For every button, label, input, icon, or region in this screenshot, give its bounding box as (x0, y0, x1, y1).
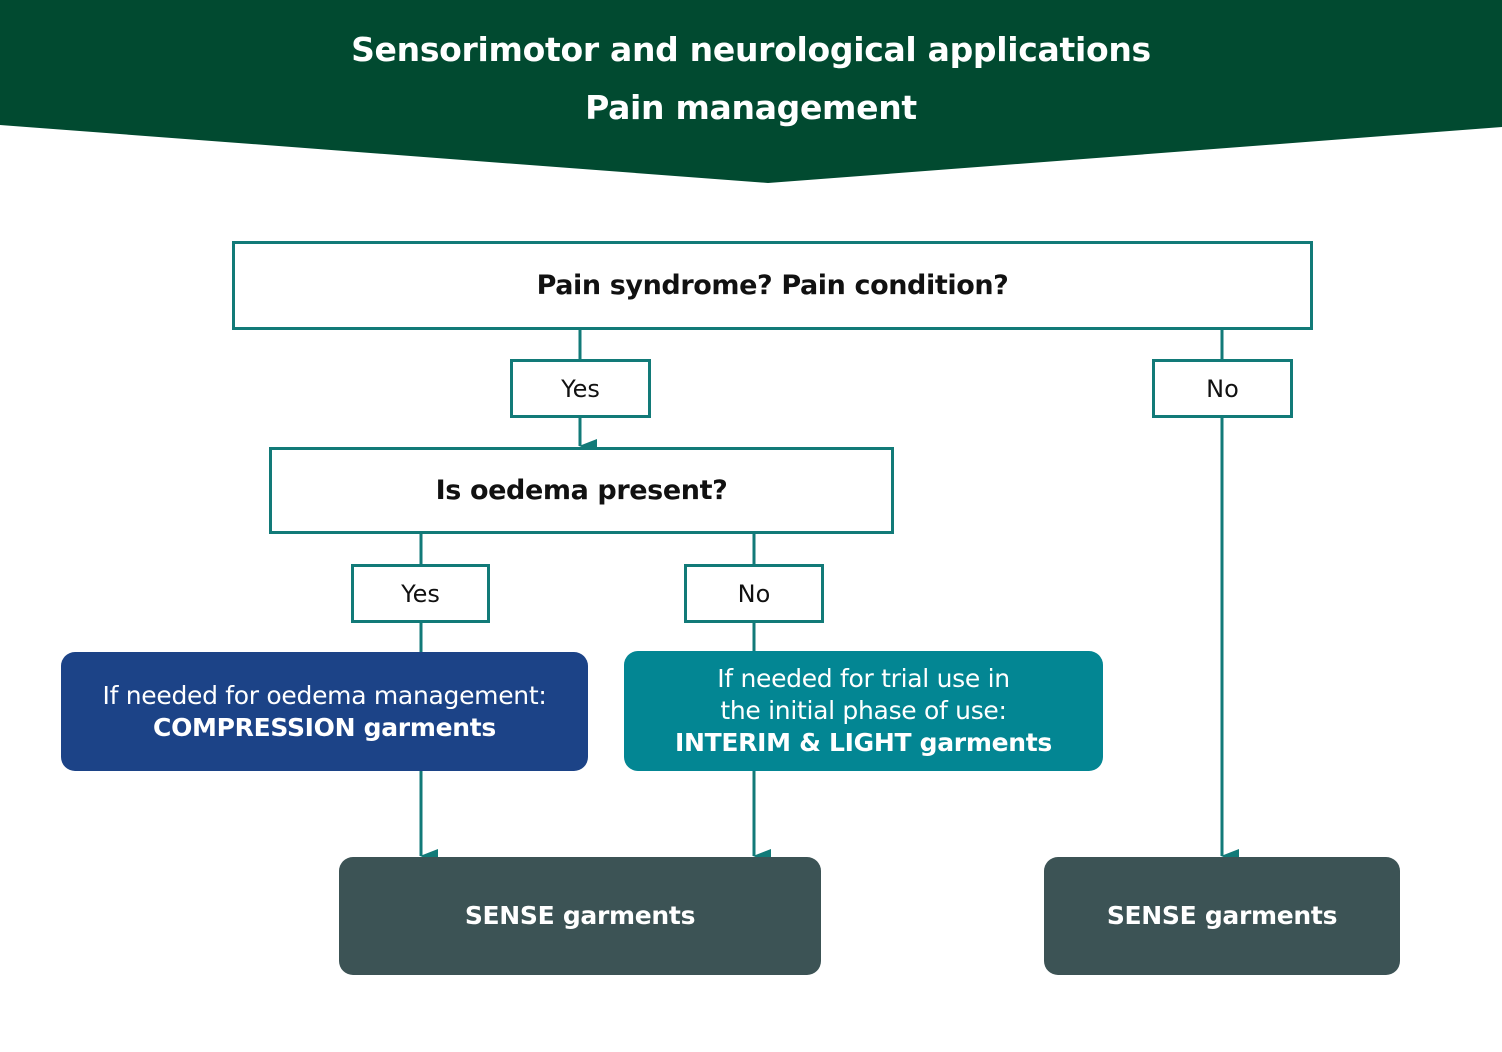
label-no-pain: No (1152, 359, 1293, 418)
label-no-pain-text: No (1206, 374, 1239, 403)
interim-condition-text-line1: If needed for trial use in (717, 664, 1010, 693)
label-yes-pain: Yes (510, 359, 651, 418)
interim-condition-text-line2: the initial phase of use: (720, 696, 1007, 725)
question-pain-condition: Pain syndrome? Pain condition? (232, 241, 1313, 330)
compression-condition-text: If needed for oedema management: (102, 680, 547, 710)
question-oedema-text: Is oedema present? (435, 475, 728, 506)
interim-light-garments-label: INTERIM & LIGHT garments (675, 728, 1052, 757)
sense-garments-label-right: SENSE garments (1106, 901, 1338, 930)
label-no-oedema: No (684, 564, 824, 623)
banner-shape (0, 0, 1502, 183)
compression-garments-label: COMPRESSION garments (153, 712, 496, 742)
label-yes-pain-text: Yes (561, 374, 600, 403)
question-pain-condition-text: Pain syndrome? Pain condition? (536, 270, 1009, 301)
sense-garments-box-right: SENSE garments (1044, 857, 1400, 975)
label-no-oedema-text: No (737, 579, 771, 608)
label-yes-oedema-text: Yes (401, 579, 440, 608)
banner-title-line2: Pain management (585, 88, 917, 127)
header-banner (0, 0, 1502, 183)
question-oedema: Is oedema present? (269, 447, 894, 534)
sense-garments-box-left: SENSE garments (339, 857, 821, 975)
label-yes-oedema: Yes (351, 564, 490, 623)
banner-title-line1: Sensorimotor and neurological applicatio… (351, 30, 1151, 69)
compression-garments-box: If needed for oedema management: COMPRES… (61, 652, 588, 771)
interim-light-garments-box: If needed for trial use in the initial p… (624, 651, 1103, 771)
sense-garments-label-left: SENSE garments (464, 901, 696, 930)
